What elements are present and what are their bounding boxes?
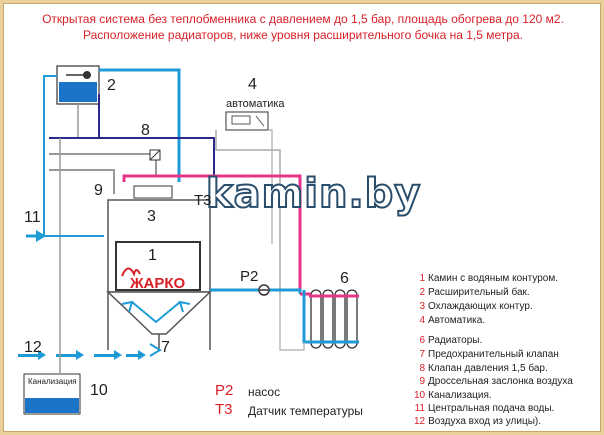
callout-10: 10: [90, 382, 108, 399]
expansion-tank-water: [59, 82, 97, 102]
sewer-water: [25, 398, 79, 413]
automation-label: автоматика: [226, 98, 285, 110]
logo-flame: [121, 267, 141, 277]
brand-logo: ЖАРКО: [130, 275, 186, 292]
tank-overflow-pipe: [43, 75, 57, 236]
callout-8: 9: [94, 182, 103, 199]
supply-pipe-top: [99, 68, 181, 182]
callout-3: 3: [147, 208, 156, 225]
tank-float: [83, 71, 91, 79]
title-line-2: Расположение радиаторов, ниже уровня рас…: [83, 28, 523, 42]
diagram-frame: Открытая система без теплобменника с дав…: [3, 3, 601, 432]
automation-wire: [215, 130, 281, 294]
grey-pipe-1: [49, 153, 157, 176]
p2-pump-label: Р2: [240, 268, 259, 285]
automation-ground: [279, 294, 305, 351]
radiator: [310, 289, 358, 349]
sensor-code-t3: Т3: [215, 401, 233, 418]
return-pipe-dark: [49, 137, 215, 176]
watermark: kamin.by: [205, 170, 422, 218]
throttle-pipe: [149, 343, 162, 357]
sensor-desc-p2: насос: [248, 385, 281, 399]
sensor-code-p2: Р2: [215, 382, 234, 399]
callout-9: 7: [161, 339, 170, 356]
t3-sensor-label: Т3: [194, 192, 212, 209]
air-inlet-arrows: [18, 350, 146, 360]
water-inlet-arrow: [36, 230, 46, 242]
callout-11: 11: [24, 209, 41, 226]
callout-2: 2: [107, 77, 116, 94]
automation-wire-2: [268, 129, 273, 244]
callout-1: 1: [148, 247, 157, 264]
fireplace-glass: [115, 241, 201, 291]
sensor-desc-t3: Датчик температуры: [248, 404, 363, 418]
ash-hopper: [106, 291, 212, 335]
radiator-return: [302, 290, 311, 344]
hot-supply-pipe: [122, 174, 302, 294]
sewer-label: Канализация: [28, 377, 77, 386]
callout-4: 4: [248, 76, 257, 93]
grey-pipe-2: [49, 169, 115, 194]
callout-12: 12: [24, 339, 42, 356]
hopper-arrows: [131, 301, 181, 324]
callout-7: 8: [141, 122, 150, 139]
callout-6: 6: [340, 270, 349, 287]
heating-schematic: [18, 65, 359, 415]
return-pipe-2: [266, 288, 302, 294]
title-line-1: Открытая система без теплобменника с дав…: [42, 12, 564, 26]
cooling-circuit-box: [133, 185, 173, 199]
